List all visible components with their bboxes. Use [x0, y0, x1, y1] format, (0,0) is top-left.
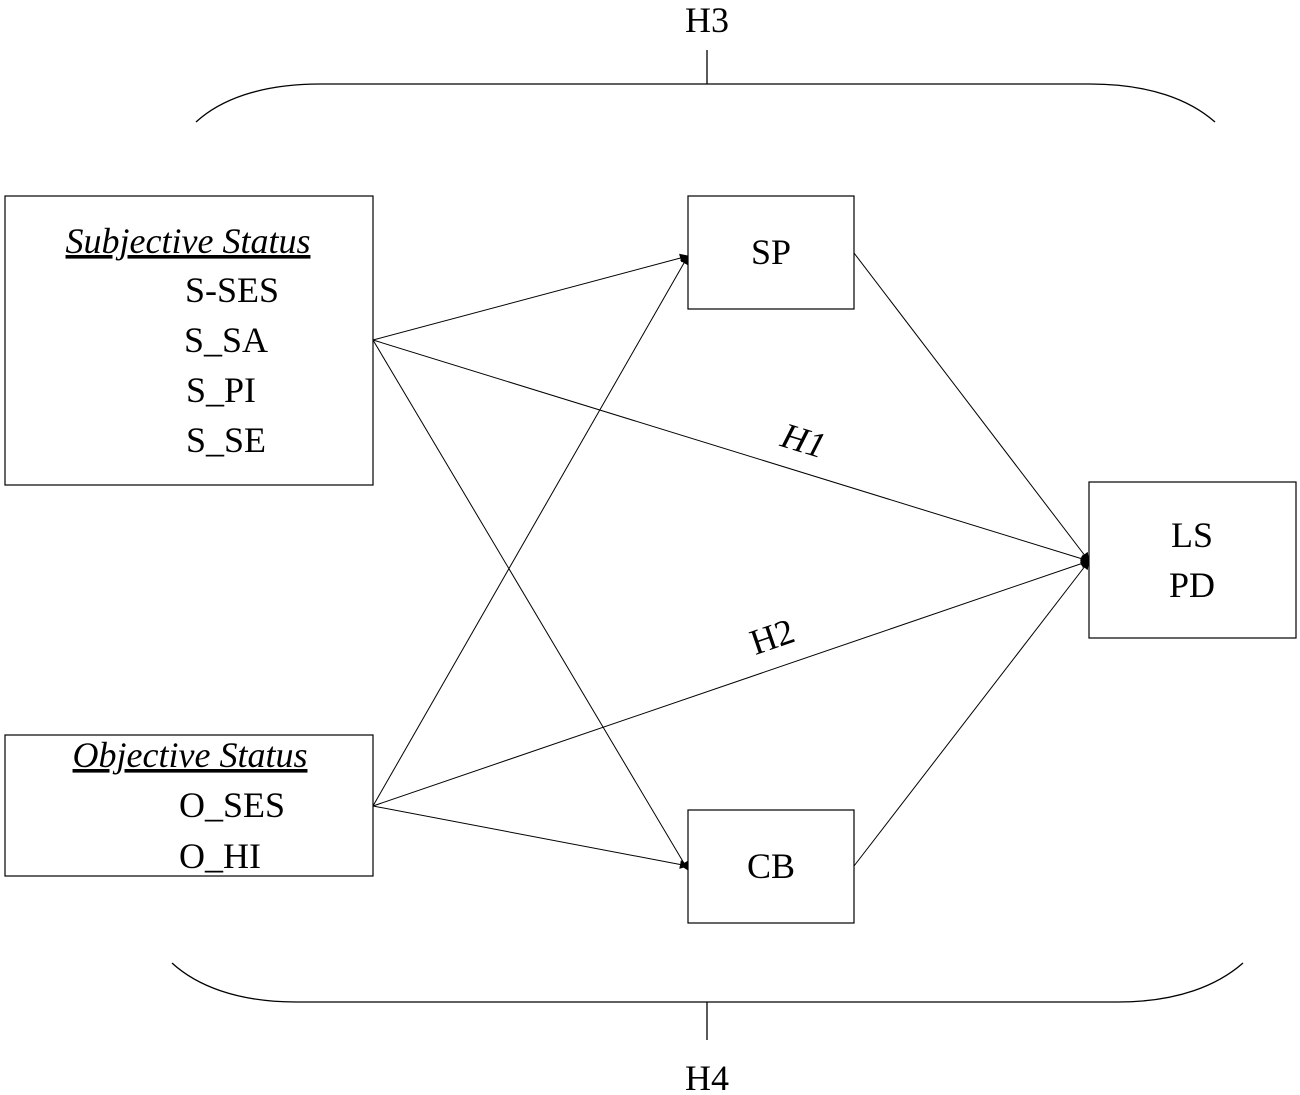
- h3-label: H3: [685, 0, 729, 40]
- outcome-box: LS PD: [1088, 481, 1297, 639]
- objective-item: O_HI: [179, 836, 261, 876]
- sp-box: SP: [687, 195, 855, 310]
- h4-label: H4: [685, 1058, 729, 1095]
- objective-item: O_SES: [179, 785, 285, 825]
- sp-label: SP: [751, 232, 791, 272]
- cb-box: CB: [687, 809, 855, 924]
- subjective-item: S-SES: [185, 270, 279, 310]
- h3-bracket: [195, 83, 1216, 123]
- outcome-label-ls: LS: [1171, 515, 1213, 555]
- subjective-item: S_SA: [184, 320, 268, 360]
- edge-objective-to-cb: [372, 805, 689, 869]
- edge-subjective-to-outcome: [372, 339, 1090, 563]
- edge-objective-to-sp: [372, 255, 689, 807]
- h4-bracket: [171, 962, 1244, 1003]
- h1-label: H1: [776, 415, 831, 466]
- edge-subjective-to-sp: [372, 253, 689, 341]
- edge-sp-to-outcome: [853, 252, 1090, 562]
- subjective-item: S_SE: [186, 420, 266, 460]
- objective-status-title: Objective Status: [73, 735, 308, 775]
- outcome-label-pd: PD: [1169, 565, 1215, 605]
- subjective-item: S_PI: [186, 370, 256, 410]
- subjective-status-title: Subjective Status: [66, 221, 311, 261]
- h2-label: H2: [745, 611, 800, 663]
- subjective-status-box: Subjective Status S-SES S_SA S_PI S_SE: [4, 195, 374, 486]
- edge-objective-to-outcome: [372, 559, 1090, 807]
- cb-label: CB: [747, 846, 795, 886]
- edge-subjective-to-cb: [372, 339, 689, 871]
- objective-status-box: Objective Status O_SES O_HI: [4, 734, 374, 877]
- edge-cb-to-outcome: [853, 560, 1090, 867]
